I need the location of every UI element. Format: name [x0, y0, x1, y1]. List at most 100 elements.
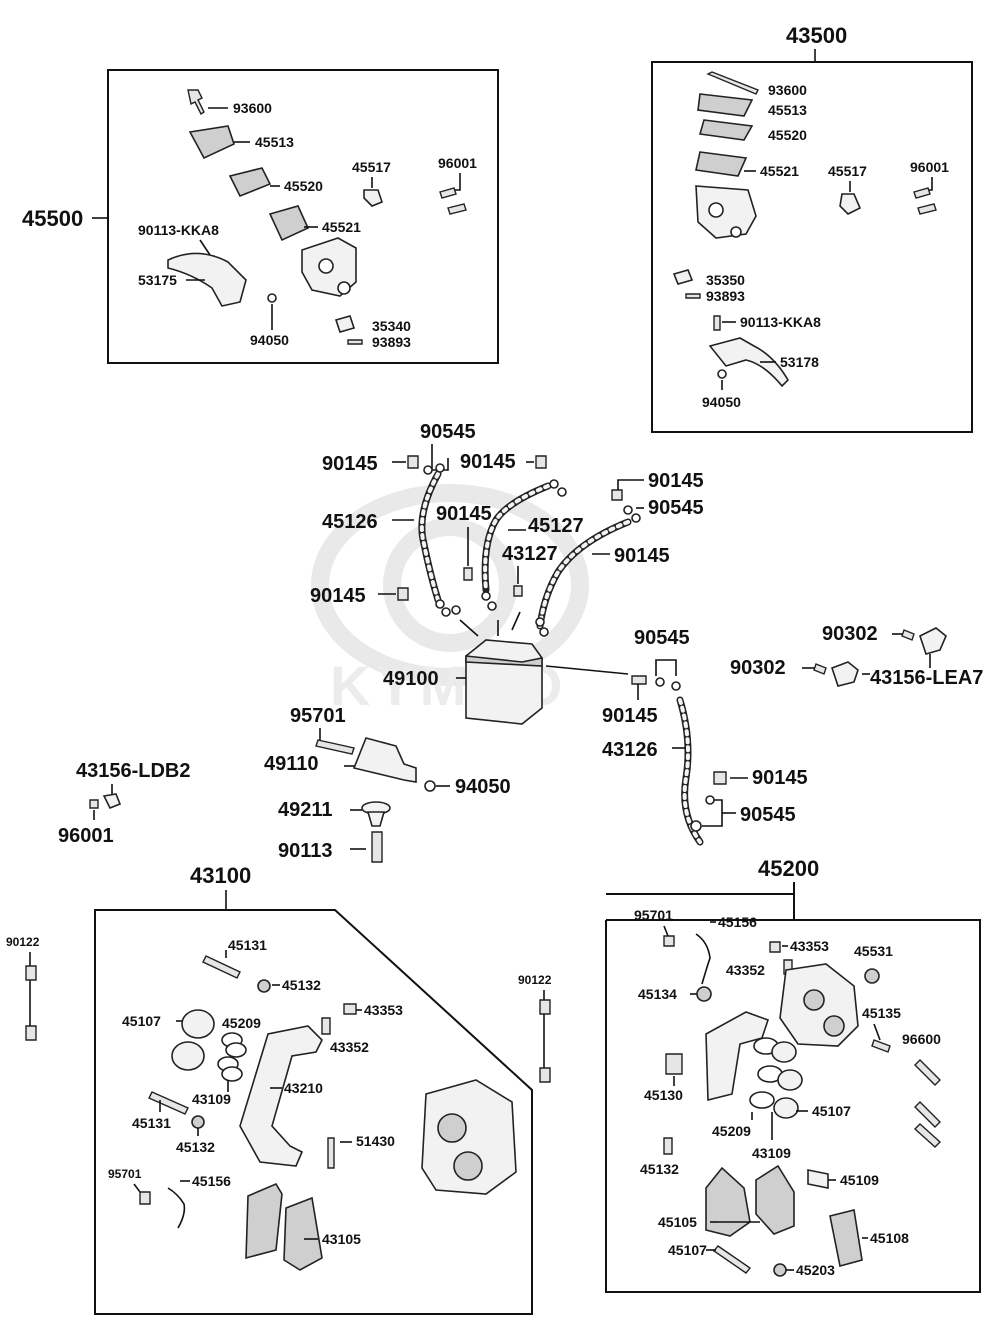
pin-icon [712, 1245, 752, 1274]
caliper-body-icon [421, 1079, 517, 1195]
part-label: 43156-LEA7 [870, 667, 983, 689]
part-label: 43127 [502, 543, 558, 565]
pin-icon [663, 1137, 673, 1155]
part-label: 90145 [648, 470, 704, 492]
part-label: 45520 [768, 127, 807, 143]
plate-icon [698, 119, 754, 141]
part-label: 45107 [668, 1242, 707, 1258]
brake-pad-icon [283, 1196, 323, 1271]
part-label: 45521 [760, 163, 799, 179]
brake-pad-icon [705, 1166, 751, 1237]
part-label: 96001 [438, 155, 477, 171]
nut-icon [424, 780, 436, 792]
bleeder-icon [321, 1017, 331, 1035]
part-label: 45156 [192, 1173, 231, 1189]
part-label: 45521 [322, 219, 361, 235]
part-label: 49100 [383, 668, 439, 690]
part-label: 43353 [790, 938, 829, 954]
piston-icon [773, 1097, 799, 1119]
reservoir-cap-icon [188, 125, 235, 160]
part-label: 94050 [455, 776, 511, 798]
screw-icon [347, 339, 363, 345]
boot-icon [191, 1115, 205, 1129]
part-label: 90545 [420, 421, 476, 443]
part-label: 90545 [634, 627, 690, 649]
part-label: 49211 [278, 799, 333, 821]
part-label: 45131 [228, 937, 267, 953]
brake-hoses-group: 90545 90145 90145 45126 90145 45127 9014… [310, 421, 704, 637]
abs-group: 49100 95701 49110 94050 49211 90113 [264, 639, 629, 863]
part-label: 45156 [718, 914, 757, 930]
rear-line-group: 90545 90145 43126 90145 90545 [602, 627, 808, 846]
abs-unit-icon [465, 639, 543, 725]
brake-lever-icon [708, 337, 790, 388]
bolt-icon [25, 965, 37, 981]
part-label: 90122 [518, 973, 552, 987]
part-label: 45108 [870, 1230, 909, 1246]
part-label: 45209 [222, 1015, 261, 1031]
part-label: 45517 [352, 159, 391, 175]
bleeder-cap-icon [343, 1003, 357, 1015]
part-label: 53178 [780, 354, 819, 370]
banjo-bolt-icon [513, 585, 523, 597]
bolt-icon [25, 1025, 37, 1041]
pad-spring-icon [327, 1137, 335, 1169]
label-assembly: 45200 [758, 856, 819, 881]
piston-icon [171, 1041, 205, 1071]
banjo-bolt-icon [611, 489, 623, 501]
clip-icon [102, 793, 122, 810]
diaphragm-icon [695, 151, 748, 177]
pin-bolt-icon [665, 1053, 683, 1075]
reservoir-cap-icon [697, 93, 754, 117]
caliper-bracket-icon [705, 1011, 770, 1102]
part-label: 35350 [706, 272, 745, 288]
brake-pad-icon [755, 1164, 795, 1235]
boot-icon [257, 979, 271, 993]
label-assembly: 43500 [786, 23, 847, 48]
part-label: 45131 [132, 1115, 171, 1131]
part-label: 43210 [284, 1080, 323, 1096]
front-caliper-group: 43100 90122 45131 45132 45107 45209 4335… [6, 863, 552, 1315]
bolt-icon [913, 1123, 942, 1148]
screw-icon [89, 799, 99, 809]
part-label: 93600 [768, 82, 807, 98]
right-master-cylinder-group: 43500 93600 45513 45520 45521 45517 9600… [651, 23, 973, 433]
part-label: 93600 [233, 100, 272, 116]
part-label: 90545 [740, 804, 796, 826]
switch-icon [672, 269, 694, 285]
boot-icon [696, 986, 712, 1002]
part-label: 45107 [812, 1103, 851, 1119]
part-label: 43352 [330, 1039, 369, 1055]
plate-icon [228, 167, 272, 198]
bolt-icon [914, 1101, 941, 1128]
part-label: 43156-LDB2 [76, 760, 191, 782]
part-label: 96001 [910, 159, 949, 175]
part-label: 96001 [58, 825, 114, 847]
screw-icon [139, 1191, 151, 1205]
part-label: 45105 [658, 1214, 697, 1230]
bolt-icon [914, 1059, 941, 1086]
bracket-clip-icon [919, 627, 947, 655]
left-master-box [107, 69, 499, 364]
screw-icon [663, 935, 675, 947]
screw-icon [901, 629, 915, 641]
screw-icon [813, 663, 827, 675]
screw-icon [706, 71, 759, 95]
part-label: 45517 [828, 163, 867, 179]
boot-icon [864, 968, 880, 984]
label-assembly: 45500 [22, 206, 83, 231]
part-label: 45107 [122, 1013, 161, 1029]
right-master-box [651, 61, 973, 433]
part-label: 90302 [822, 623, 878, 645]
part-label: 49110 [264, 753, 319, 775]
banjo-bolt-icon [397, 587, 409, 601]
part-label: 93893 [706, 288, 745, 304]
bolt-icon [917, 203, 937, 215]
pin-bolt-icon [202, 955, 241, 979]
spring-clip-icon [695, 933, 711, 985]
part-label: 45127 [528, 515, 584, 537]
screw-icon [187, 89, 205, 116]
part-label: 43109 [752, 1145, 791, 1161]
part-label: 90113-KKA8 [138, 222, 219, 238]
